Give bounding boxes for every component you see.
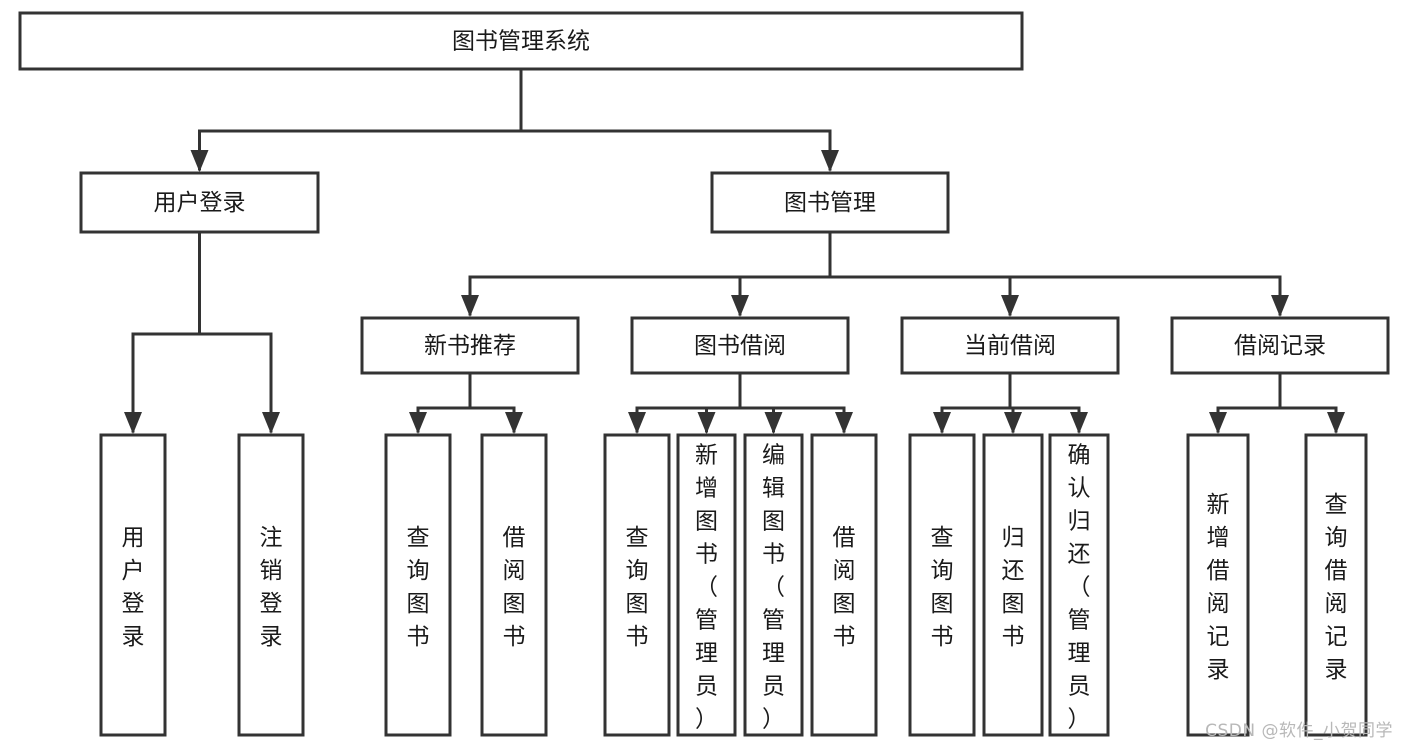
node-box[interactable]: [18, 11, 1024, 71]
node-label: 借阅图书: [503, 525, 526, 650]
node-level2-0[interactable]: 用户登录: [79, 171, 320, 234]
node-leaf-12[interactable]: 查询借阅记录: [1304, 433, 1368, 737]
arrow-head-icon: [628, 412, 646, 434]
arrow-head-icon: [835, 412, 853, 434]
node-box[interactable]: [1186, 433, 1250, 737]
arrow-head-icon: [731, 295, 749, 317]
node-label: 新增图书（管理员）: [695, 443, 718, 733]
node-leaf-8[interactable]: 查询图书: [908, 433, 976, 737]
node-leaf-6[interactable]: 编辑图书（管理员）: [743, 433, 804, 737]
node-leaf-7[interactable]: 借阅图书: [810, 433, 878, 737]
node-box[interactable]: [384, 433, 452, 737]
node-level2-1[interactable]: 图书管理: [710, 171, 950, 234]
nodes-layer: 图书管理系统用户登录图书管理新书推荐图书借阅当前借阅借阅记录用户登录注销登录查询…: [18, 11, 1390, 737]
node-label: 新增借阅记录: [1207, 492, 1230, 683]
node-leaf-3[interactable]: 借阅图书: [480, 433, 548, 737]
node-box[interactable]: [1304, 433, 1368, 737]
arrow-head-icon: [697, 412, 716, 434]
node-box[interactable]: [1170, 316, 1390, 375]
node-level3-0[interactable]: 新书推荐: [360, 316, 580, 375]
node-label: 查询图书: [626, 525, 649, 650]
node-root-图书管理系统[interactable]: 图书管理系统: [18, 11, 1024, 71]
arrow-head-icon: [1070, 412, 1088, 434]
node-box[interactable]: [1048, 433, 1110, 737]
node-box[interactable]: [79, 171, 320, 234]
arrow-head-icon: [1001, 295, 1019, 317]
node-box[interactable]: [982, 433, 1044, 737]
node-box[interactable]: [676, 433, 737, 737]
csdn-watermark: CSDN @软件_小贺同学: [1205, 721, 1393, 741]
node-box[interactable]: [900, 316, 1120, 375]
arrow-head-icon: [933, 412, 951, 434]
arrow-head-icon: [764, 412, 783, 434]
arrow-head-icon: [262, 412, 280, 434]
arrow-head-icon: [190, 150, 209, 172]
node-label: 查询图书: [407, 525, 430, 650]
node-label: 确认归还（管理员）: [1068, 443, 1091, 733]
arrow-head-icon: [505, 412, 523, 434]
node-box[interactable]: [360, 316, 580, 375]
node-leaf-4[interactable]: 查询图书: [603, 433, 671, 737]
arrow-head-icon: [1327, 412, 1345, 434]
arrow-head-icon: [1004, 412, 1022, 434]
node-label: 编辑图书（管理员）: [762, 443, 785, 733]
node-box[interactable]: [237, 433, 305, 737]
node-box[interactable]: [480, 433, 548, 737]
node-label: 当前借阅: [964, 333, 1056, 359]
node-label: 借阅图书: [833, 525, 856, 650]
arrow-head-icon: [821, 150, 839, 172]
node-label: 图书借阅: [694, 333, 786, 359]
node-leaf-10[interactable]: 确认归还（管理员）: [1048, 433, 1110, 737]
node-leaf-1[interactable]: 注销登录: [237, 433, 305, 737]
node-leaf-9[interactable]: 归还图书: [982, 433, 1044, 737]
node-label: 查询图书: [931, 525, 954, 650]
node-level3-3[interactable]: 借阅记录: [1170, 316, 1390, 375]
node-box[interactable]: [603, 433, 671, 737]
node-leaf-11[interactable]: 新增借阅记录: [1186, 433, 1250, 737]
arrow-head-icon: [124, 412, 142, 434]
node-label: 查询借阅记录: [1325, 492, 1348, 683]
node-label: 新书推荐: [424, 333, 516, 359]
node-box[interactable]: [743, 433, 804, 737]
node-level3-1[interactable]: 图书借阅: [630, 316, 850, 375]
node-label: 用户登录: [122, 525, 145, 650]
node-label: 图书管理: [784, 190, 876, 216]
node-label: 归还图书: [1002, 525, 1025, 650]
node-label: 注销登录: [260, 525, 283, 650]
node-leaf-0[interactable]: 用户登录: [99, 433, 167, 737]
arrow-head-icon: [1271, 295, 1289, 317]
node-box[interactable]: [810, 433, 878, 737]
node-leaf-2[interactable]: 查询图书: [384, 433, 452, 737]
connectors-layer: [124, 67, 1345, 434]
arrow-head-icon: [461, 295, 479, 317]
node-box[interactable]: [99, 433, 167, 737]
arrow-head-icon: [409, 412, 427, 434]
node-leaf-5[interactable]: 新增图书（管理员）: [676, 433, 737, 737]
arrow-head-icon: [1209, 412, 1227, 434]
node-box[interactable]: [710, 171, 950, 234]
node-label: 图书管理系统: [452, 29, 590, 55]
node-label: 用户登录: [154, 190, 246, 216]
node-level3-2[interactable]: 当前借阅: [900, 316, 1120, 375]
node-box[interactable]: [908, 433, 976, 737]
node-box[interactable]: [630, 316, 850, 375]
node-label: 借阅记录: [1234, 333, 1326, 359]
